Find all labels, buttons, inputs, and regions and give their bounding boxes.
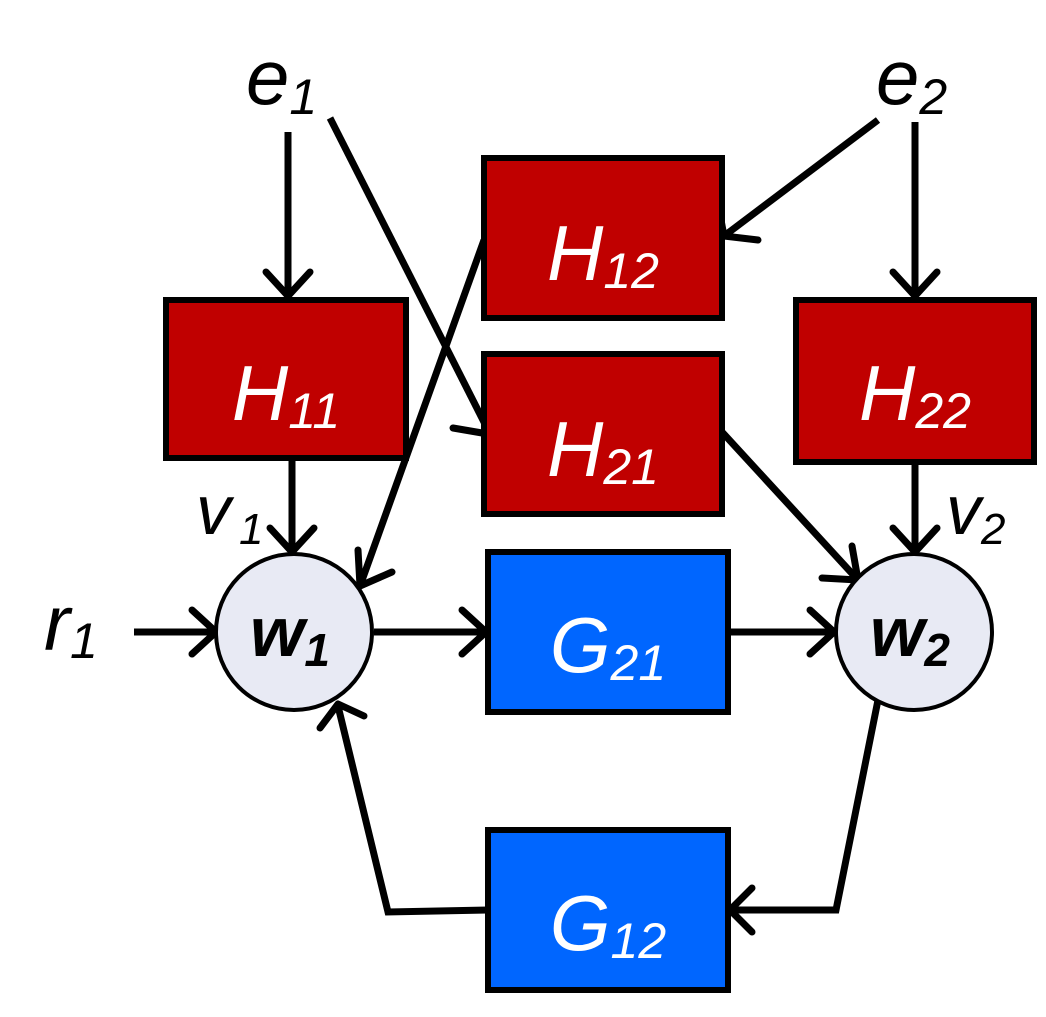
block-g12: G12 bbox=[485, 827, 731, 993]
signal-e2-subscript: 2 bbox=[918, 69, 947, 125]
signal-e2-label: e bbox=[876, 33, 919, 121]
signal-v2: v2 bbox=[946, 471, 1005, 554]
node-w2-circle bbox=[834, 552, 994, 712]
block-h12-label: H bbox=[547, 209, 604, 297]
edge-e2-to-h12 bbox=[721, 117, 881, 239]
signal-v1-subscript: 1 bbox=[239, 505, 263, 554]
signal-e1-subscript: 1 bbox=[289, 69, 317, 125]
signal-e1: e1 bbox=[246, 33, 317, 125]
edge-g12-to-w1 bbox=[334, 705, 489, 916]
block-g21-rect bbox=[485, 549, 731, 715]
block-h12-subscript: 12 bbox=[603, 243, 659, 299]
block-h11-label: H bbox=[232, 349, 289, 437]
block-g12-label: G bbox=[550, 879, 611, 967]
block-g12-subscript: 12 bbox=[611, 913, 667, 969]
arrowhead-h11 bbox=[262, 268, 314, 300]
svg-text:w2: w2 bbox=[870, 593, 950, 676]
node-w2-label: w bbox=[870, 593, 929, 671]
signal-v2-subscript: 2 bbox=[980, 505, 1005, 554]
signal-e2: e2 bbox=[876, 33, 947, 125]
arrowhead-w1-bottom bbox=[316, 700, 368, 732]
arrowhead-w2-top bbox=[889, 524, 941, 556]
signal-v1-label: v bbox=[196, 471, 235, 549]
node-w2-subscript: 2 bbox=[923, 624, 950, 676]
node-w1-label: w bbox=[250, 593, 309, 671]
edge-e1-to-h21 bbox=[326, 116, 492, 432]
svg-text:H21: H21 bbox=[547, 405, 659, 495]
svg-text:H22: H22 bbox=[859, 349, 971, 439]
svg-text:G12: G12 bbox=[550, 879, 666, 969]
node-w2: w2 bbox=[834, 552, 994, 712]
block-h21-subscript: 21 bbox=[602, 439, 659, 495]
block-h11: H11 bbox=[163, 297, 409, 461]
arrowhead-h22 bbox=[889, 268, 941, 300]
block-h21-rect bbox=[481, 351, 725, 517]
signal-e1-label: e bbox=[246, 33, 289, 121]
svg-text:H12: H12 bbox=[547, 209, 659, 299]
block-h12: H12 bbox=[481, 155, 725, 321]
block-g12-rect bbox=[485, 827, 731, 993]
edge-w2-to-g12 bbox=[730, 699, 882, 914]
block-h22: H22 bbox=[793, 297, 1037, 465]
svg-text:H11: H11 bbox=[232, 349, 340, 439]
signal-r1-subscript: 1 bbox=[70, 613, 98, 669]
block-g21-label: G bbox=[550, 601, 611, 689]
edge-h12-to-w1 bbox=[356, 238, 488, 588]
block-h21: H21 bbox=[481, 351, 725, 517]
svg-text:w1: w1 bbox=[250, 593, 330, 676]
block-h11-rect bbox=[163, 297, 409, 461]
block-h12-rect bbox=[481, 155, 725, 321]
block-h21-label: H bbox=[547, 405, 604, 493]
node-w1-subscript: 1 bbox=[304, 624, 330, 676]
block-h22-label: H bbox=[859, 349, 916, 437]
signal-r1-label: r bbox=[44, 579, 73, 667]
block-h11-subscript: 11 bbox=[288, 383, 340, 439]
edge-h21-to-w2 bbox=[719, 429, 861, 583]
block-g21-subscript: 21 bbox=[610, 635, 667, 691]
svg-text:G21: G21 bbox=[550, 601, 666, 691]
block-h22-subscript: 22 bbox=[914, 383, 971, 439]
arrowhead-w1-from-h12 bbox=[354, 546, 396, 590]
node-w1-circle bbox=[214, 552, 374, 712]
node-w1: w1 bbox=[214, 552, 374, 712]
signal-r1: r1 bbox=[44, 579, 98, 669]
signal-v2-label: v bbox=[946, 471, 985, 549]
block-g21: G21 bbox=[485, 549, 731, 715]
block-h22-rect bbox=[793, 297, 1037, 465]
arrowhead-w1-top bbox=[266, 524, 318, 556]
